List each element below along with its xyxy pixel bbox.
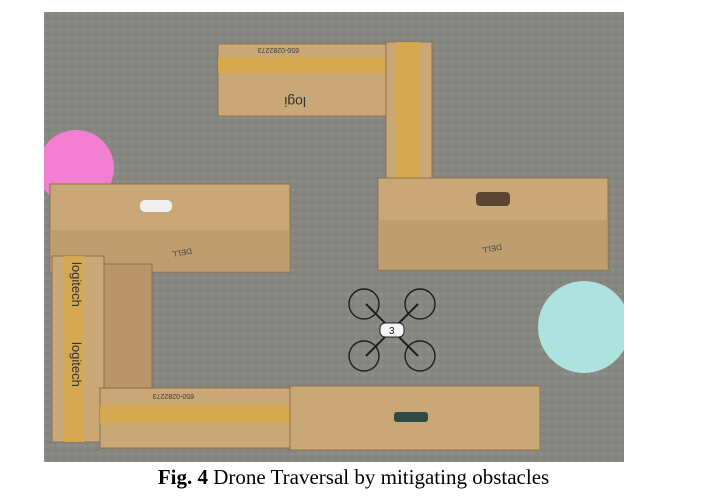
blue-marker	[538, 281, 624, 373]
box-print-logitech-1: logitech	[69, 262, 84, 307]
box-print-logitech-2: logitech	[69, 342, 84, 387]
caption-text: Drone Traversal by mitigating obstacles	[207, 465, 550, 489]
box-bottom-middle: 650-0282273	[99, 387, 291, 449]
caption-label: Fig. 4	[157, 465, 208, 489]
box-print-code: 650-0282273	[258, 46, 299, 53]
box-print-dell-left: DELL	[171, 246, 193, 258]
box-print-logi: logi	[284, 94, 306, 110]
drone: 3	[348, 288, 436, 372]
figure-photo: 650-0282273 logi DELL DELL logitech logi…	[44, 12, 624, 462]
box-print-dell-right: DELL	[481, 242, 503, 254]
box-top-right	[385, 41, 433, 183]
figure-caption: Fig. 4 Drone Traversal by mitigating obs…	[0, 464, 707, 490]
drone-number: 3	[389, 326, 395, 337]
box-bottom-right	[289, 385, 541, 451]
box-top-left: 650-0282273 logi	[217, 43, 391, 117]
box-print-code-bottom: 650-0282273	[153, 392, 194, 399]
box-middle-right: DELL	[377, 177, 609, 271]
